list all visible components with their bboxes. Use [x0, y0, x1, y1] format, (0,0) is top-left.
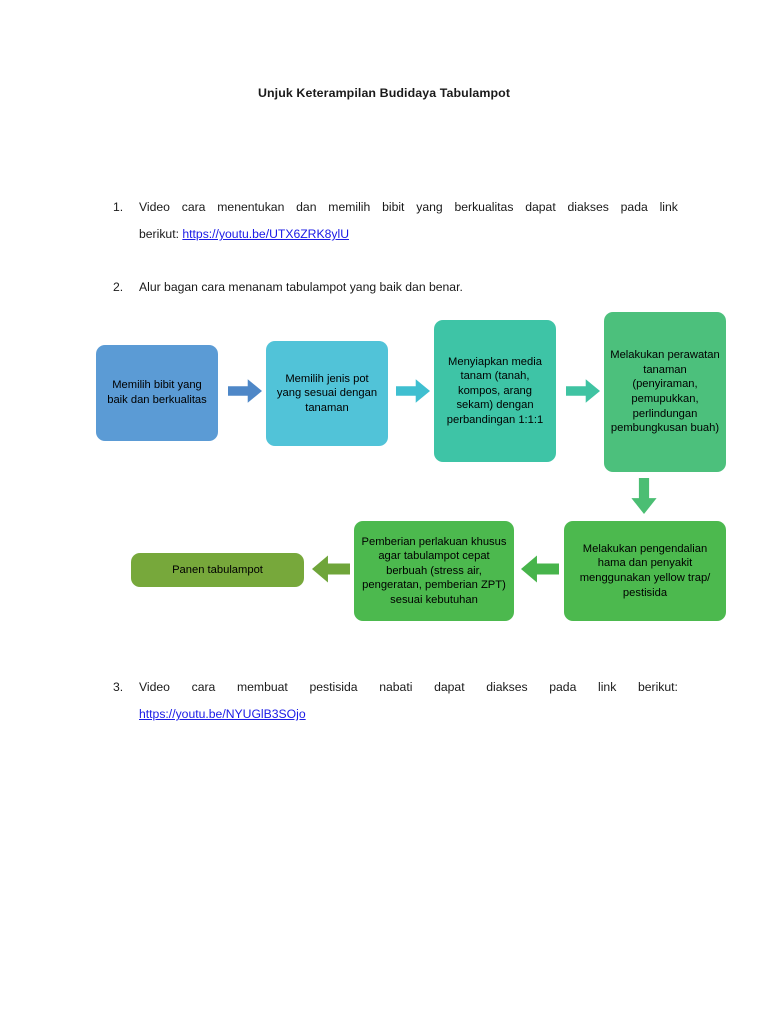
arrow-down-icon-1 [629, 478, 659, 514]
youtube-link-1[interactable]: https://youtu.be/UTX6ZRK8ylU [182, 227, 349, 241]
list-item-1-word-1: cara [181, 200, 206, 214]
flow-node-memilih-pot[interactable]: Memilih jenis pot yang sesuai dengan tan… [266, 341, 388, 446]
list-item-3-word-0: Video [139, 680, 170, 694]
youtube-link-2[interactable]: https://youtu.be/NYUGlB3SOjo [139, 707, 306, 721]
list-item-3-word-2: membuat [236, 680, 288, 694]
arrow-left-icon-2 [312, 553, 350, 585]
list-item-1-prefix: berikut: [139, 227, 183, 241]
list-item-2-text: Alur bagan cara menanam tabulampot yang … [139, 280, 463, 294]
list-item-3-word-7: pada [549, 680, 577, 694]
flow-node-media-tanam[interactable]: Menyiapkan media tanam (tanah, kompos, a… [434, 320, 556, 462]
list-item-3-word-3: pestisida [309, 680, 358, 694]
flow-node-panen-tabulampot[interactable]: Panen tabulampot [131, 553, 304, 587]
list-item-3-word-9: berikut: [637, 680, 678, 694]
list-item-1-word-8: dapat [525, 200, 556, 214]
flow-node-memilih-bibit[interactable]: Memilih bibit yang baik dan berkualitas [96, 345, 218, 441]
list-item-1-word-0: Video [139, 200, 170, 214]
list-item-1-line-2: berikut: https://youtu.be/UTX6ZRK8ylU [139, 221, 678, 248]
list-item-1-word-10: pada [620, 200, 648, 214]
list-item-3-word-8: link [598, 680, 617, 694]
list-item-1-word-11: link [659, 200, 678, 214]
arrow-right-icon-1 [228, 377, 262, 405]
list-item-1-word-5: bibit [382, 200, 405, 214]
flow-node-perawatan-tanaman[interactable]: Melakukan perawatan tanaman (penyiraman,… [604, 312, 726, 472]
list-item-3-word-5: dapat [434, 680, 465, 694]
list-number-2: 2. [113, 280, 124, 294]
list-item-3-word-6: diakses [486, 680, 528, 694]
list-item-1-word-2: menentukan [217, 200, 285, 214]
list-item-3: 3. Video cara membuat pestisida nabati dapat d… [113, 674, 678, 728]
arrow-right-icon-3 [566, 377, 600, 405]
list-item-2: 2. Alur bagan cara menanam tabulampot ya… [113, 274, 678, 301]
list-number-1: 1. [113, 200, 124, 214]
list-body-3: Video cara membuat pestisida nabati dapat diak… [139, 674, 678, 728]
list-item-1-word-6: yang [416, 200, 443, 214]
list-number-3: 3. [113, 680, 124, 694]
arrow-left-icon-1 [521, 553, 559, 585]
list-item-1-word-9: diakses [567, 200, 609, 214]
list-item-1-word-4: memilih [328, 200, 371, 214]
page-title: Unjuk Keterampilan Budidaya Tabulampot [257, 86, 511, 100]
list-item-3-word-4: nabati [379, 680, 413, 694]
flow-node-pengendalian-hama[interactable]: Melakukan pengendalian hama dan penyakit… [564, 521, 726, 621]
list-item-3-line-2: https://youtu.be/NYUGlB3SOjo [139, 701, 678, 728]
list-item-1: 1. Video cara menentukan dan memilih bibit yan… [113, 194, 678, 248]
list-item-1-word-7: berkualitas [454, 200, 514, 214]
list-item-1-word-3: dan [296, 200, 317, 214]
arrow-right-icon-2 [396, 377, 430, 405]
flow-node-perlakuan-khusus[interactable]: Pemberian perlakuan khusus agar tabulamp… [354, 521, 514, 621]
list-item-3-word-1: cara [191, 680, 216, 694]
list-item-3-line-1: Video cara membuat pestisida nabati dapat diak… [139, 674, 678, 701]
